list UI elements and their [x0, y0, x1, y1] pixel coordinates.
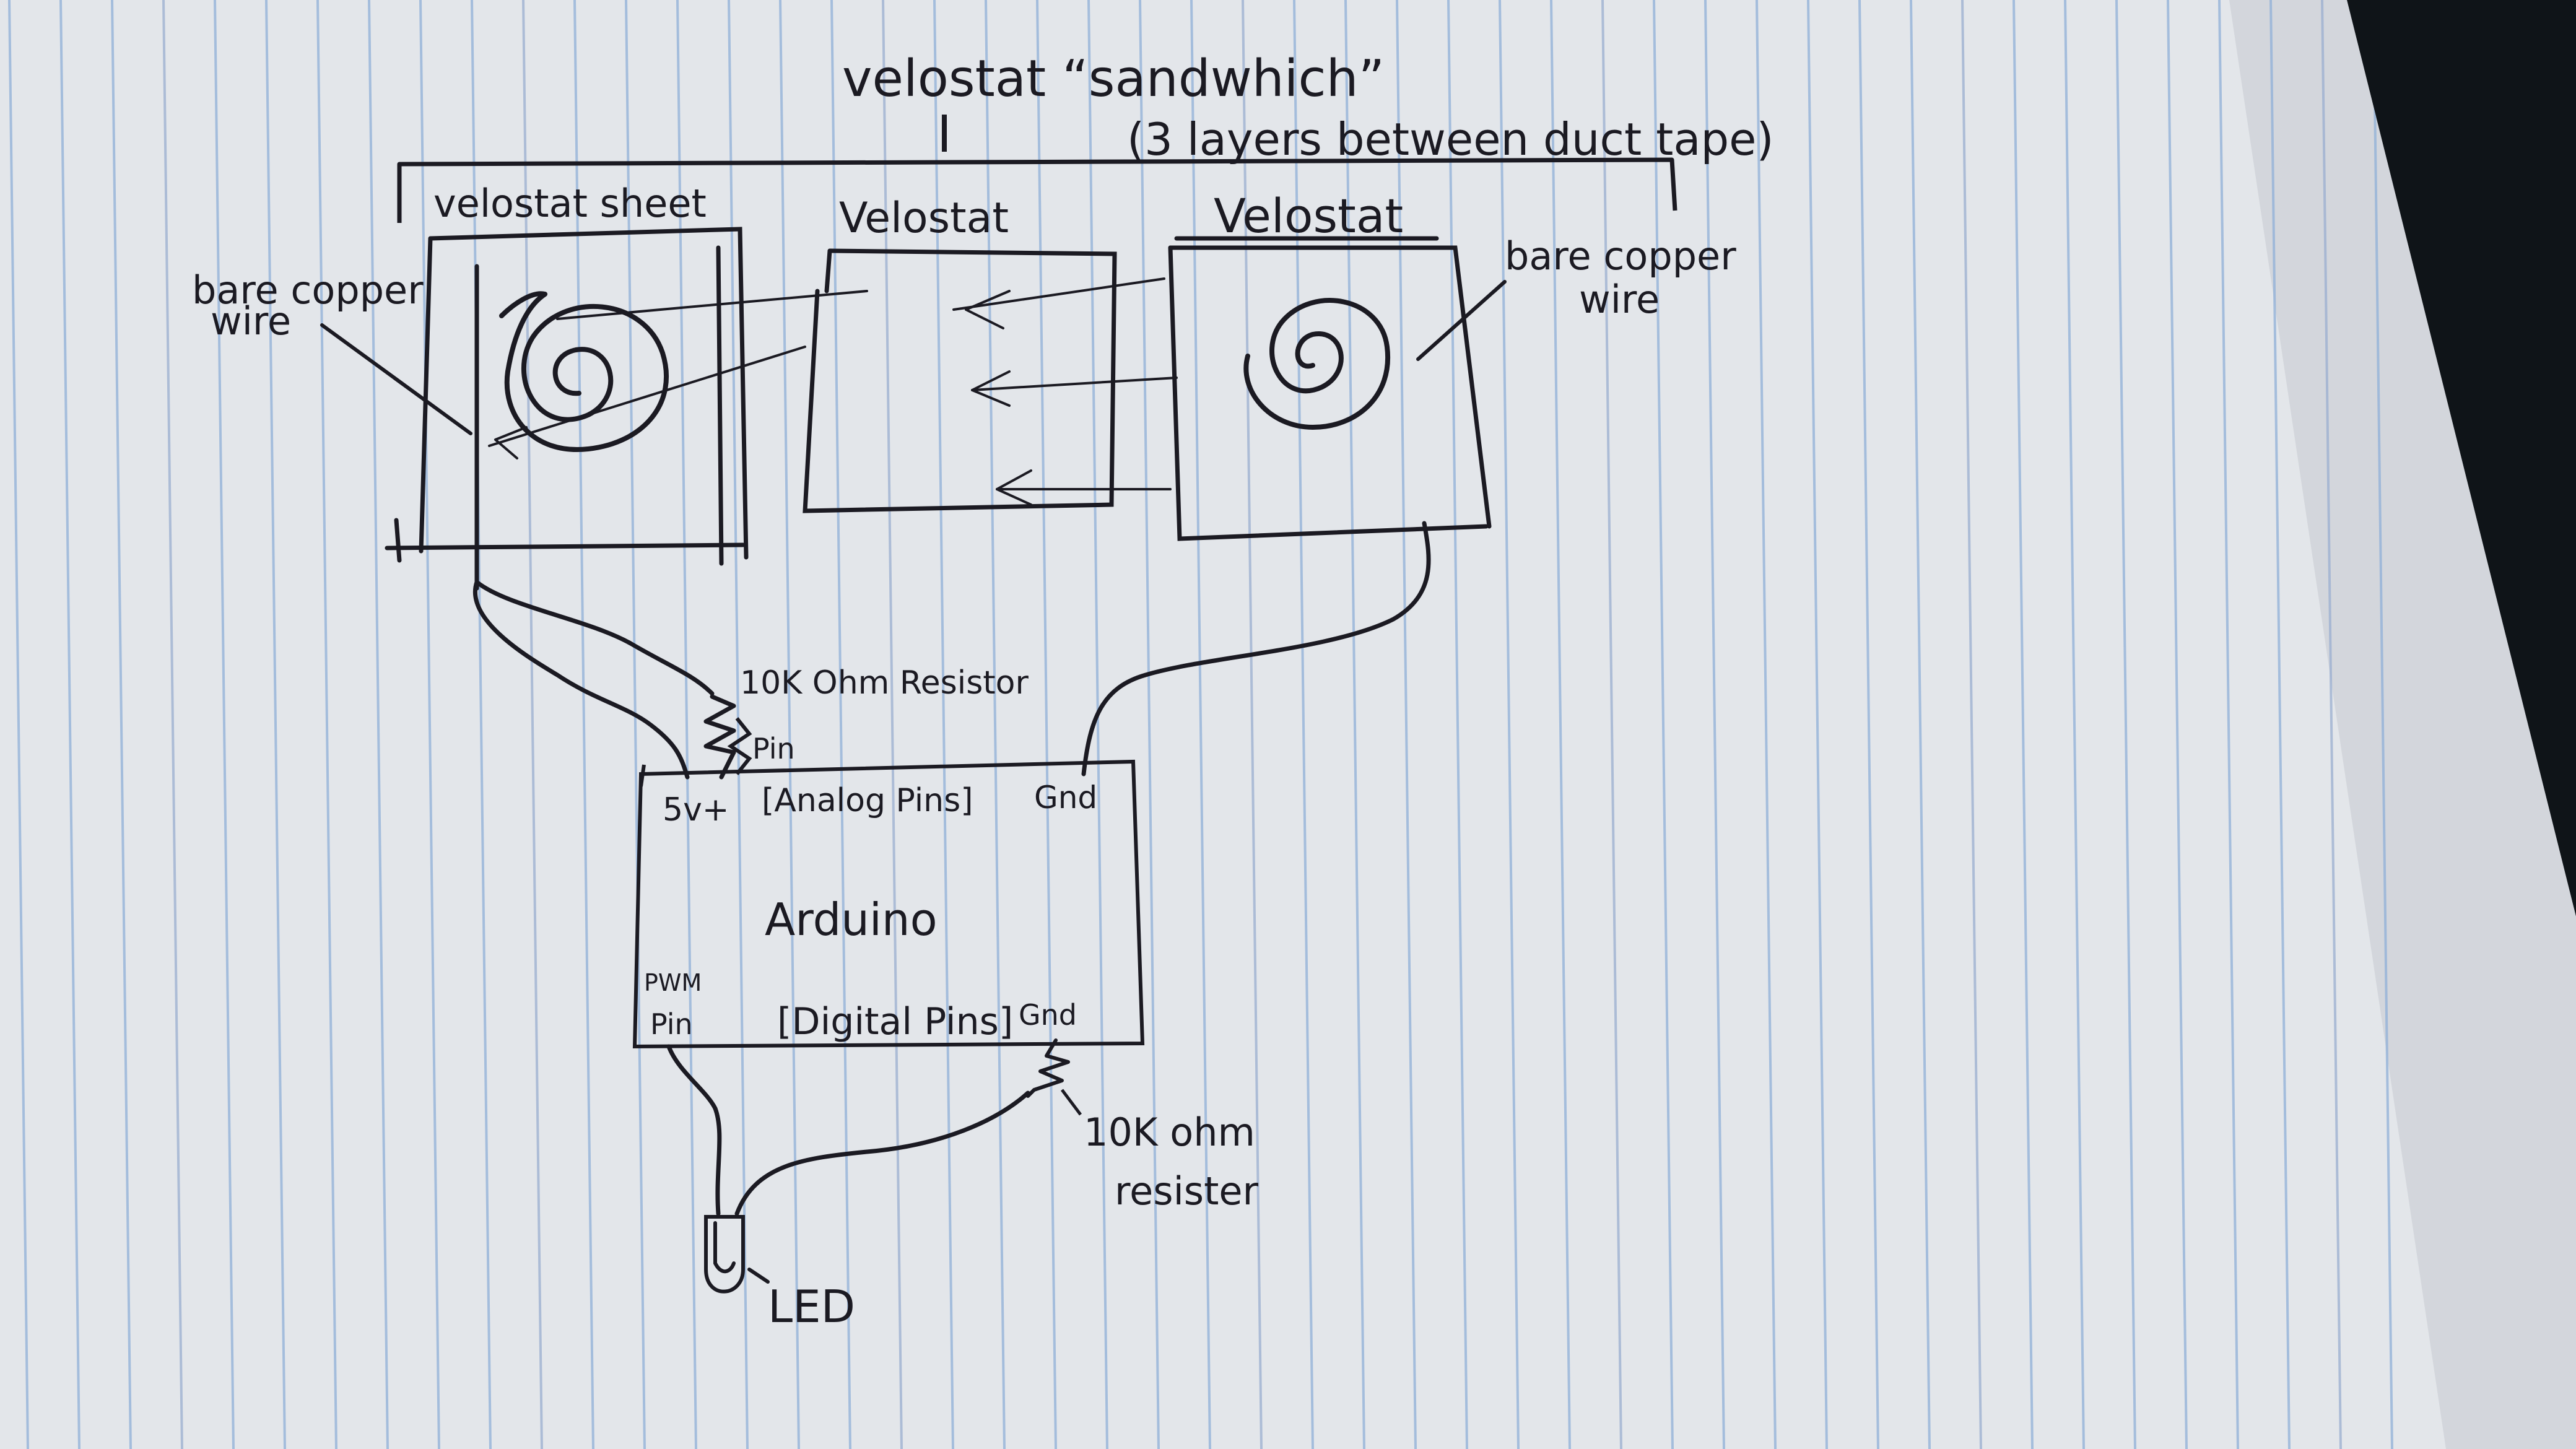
- arduino-analog-pins: [Analog Pins]: [762, 782, 973, 819]
- title-line-1: velostat “sandwhich”: [842, 50, 1385, 108]
- rule-line: [111, 0, 132, 1449]
- sheet-layer-arrows: [488, 277, 1178, 506]
- rule-line: [1396, 0, 1417, 1449]
- rule-line: [882, 0, 903, 1449]
- rule-line: [1807, 0, 1828, 1449]
- velostat-sheet-right: [1168, 236, 1492, 541]
- wire-leader-right: [1416, 280, 1507, 361]
- rule-line: [1653, 0, 1674, 1449]
- rule-line: [1704, 0, 1725, 1449]
- rule-line: [1550, 0, 1571, 1449]
- title-line-2: (3 layers between duct tape): [1127, 113, 1774, 165]
- copper-spiral-right: [1243, 298, 1391, 430]
- rule-line: [316, 0, 337, 1449]
- rule-line: [265, 0, 286, 1449]
- rule-line: [1961, 0, 1982, 1449]
- velostat-sheet-left: [385, 227, 749, 591]
- rule-line: [2115, 0, 2136, 1449]
- wire-label-right-2: wire: [1579, 277, 1660, 322]
- sheet-right-label: Velostat: [1214, 188, 1403, 243]
- rule-line: [1344, 0, 1365, 1449]
- rule-line: [728, 0, 749, 1449]
- resistor-top-lower: [727, 717, 752, 775]
- rule-line: [1858, 0, 1879, 1449]
- sheet-left-label: velostat sheet: [433, 181, 707, 226]
- led-label: LED: [768, 1281, 855, 1333]
- rule-line: [214, 0, 235, 1449]
- arduino-pwm: PWM: [644, 969, 702, 996]
- wires-top: [473, 521, 1431, 780]
- arduino-gnd-top: Gnd: [1034, 780, 1097, 816]
- arduino-name: Arduino: [765, 894, 938, 946]
- rule-line: [2064, 0, 2085, 1449]
- arduino-5v-pin: 5v+: [663, 791, 729, 829]
- rule-line: [1499, 0, 1520, 1449]
- rule-line: [2218, 0, 2239, 1449]
- rule-line: [1601, 0, 1622, 1449]
- rule-line: [1447, 0, 1468, 1449]
- paper-shadow: [2229, 0, 2576, 1449]
- rule-line: [1087, 0, 1108, 1449]
- rule-line: [676, 0, 697, 1449]
- wire-label-left-2: wire: [211, 298, 291, 344]
- rule-line: [2012, 0, 2034, 1449]
- resistor-bottom-leader: [1061, 1089, 1082, 1116]
- rule-line: [1242, 0, 1263, 1449]
- rule-line: [1139, 0, 1160, 1449]
- sheet-middle-label: Velostat: [839, 194, 1009, 243]
- resistor-bottom-line2: resister: [1115, 1168, 1259, 1214]
- wire-right-to-gnd: [1081, 521, 1431, 777]
- rule-line: [522, 0, 543, 1449]
- rule-line: [933, 0, 954, 1449]
- wire-pwm-to-led: [666, 1044, 722, 1216]
- rule-line: [2167, 0, 2188, 1449]
- ruled-lines: [8, 0, 2393, 1449]
- wire-resistor-to-led: [734, 1090, 1030, 1216]
- rule-line: [1756, 0, 1777, 1449]
- arduino-pwm-pin: Pin: [650, 1007, 693, 1041]
- rule-line: [985, 0, 1006, 1449]
- arduino-board: [632, 759, 1145, 1049]
- resistor-top-symbol: [703, 694, 736, 780]
- wire-leader-left: [320, 323, 472, 435]
- arduino-digital-pins: [Digital Pins]: [777, 1000, 1013, 1043]
- rule-line: [625, 0, 646, 1449]
- wire-left-to-5v: [473, 580, 690, 780]
- rule-line: [8, 0, 29, 1449]
- rule-line: [59, 0, 80, 1449]
- rule-line: [2372, 0, 2393, 1449]
- sandwich-bracket: [397, 157, 1677, 223]
- led-icon: [704, 1215, 770, 1294]
- rule-line: [1036, 0, 1057, 1449]
- rule-line: [573, 0, 594, 1449]
- rule-line: [2321, 0, 2342, 1449]
- rule-line: [1190, 0, 1211, 1449]
- wires-bottom: [666, 1044, 1030, 1216]
- rule-line: [830, 0, 851, 1449]
- copper-spiral-left: [499, 291, 669, 453]
- rule-line: [779, 0, 800, 1449]
- rule-line: [1910, 0, 1931, 1449]
- resistor-top-label: 10K Ohm Resistor: [740, 664, 1029, 702]
- resistor-bottom-line1: 10K ohm: [1084, 1110, 1255, 1155]
- velostat-sheet-middle: [803, 248, 1117, 513]
- resistor-top-pin: Pin: [752, 732, 795, 765]
- rule-line: [368, 0, 389, 1449]
- resistor-bottom-symbol: [1026, 1038, 1070, 1098]
- wire-label-right-1: bare copper: [1505, 233, 1736, 279]
- wire-label-left-1: bare copper: [192, 268, 424, 313]
- rule-line: [471, 0, 492, 1449]
- rule-line: [162, 0, 183, 1449]
- arduino-gnd-bottom: Gnd: [1019, 998, 1077, 1032]
- rule-line: [419, 0, 440, 1449]
- wire-left-to-resistor: [474, 580, 715, 696]
- rule-line: [1293, 0, 1314, 1449]
- rule-line: [2269, 0, 2291, 1449]
